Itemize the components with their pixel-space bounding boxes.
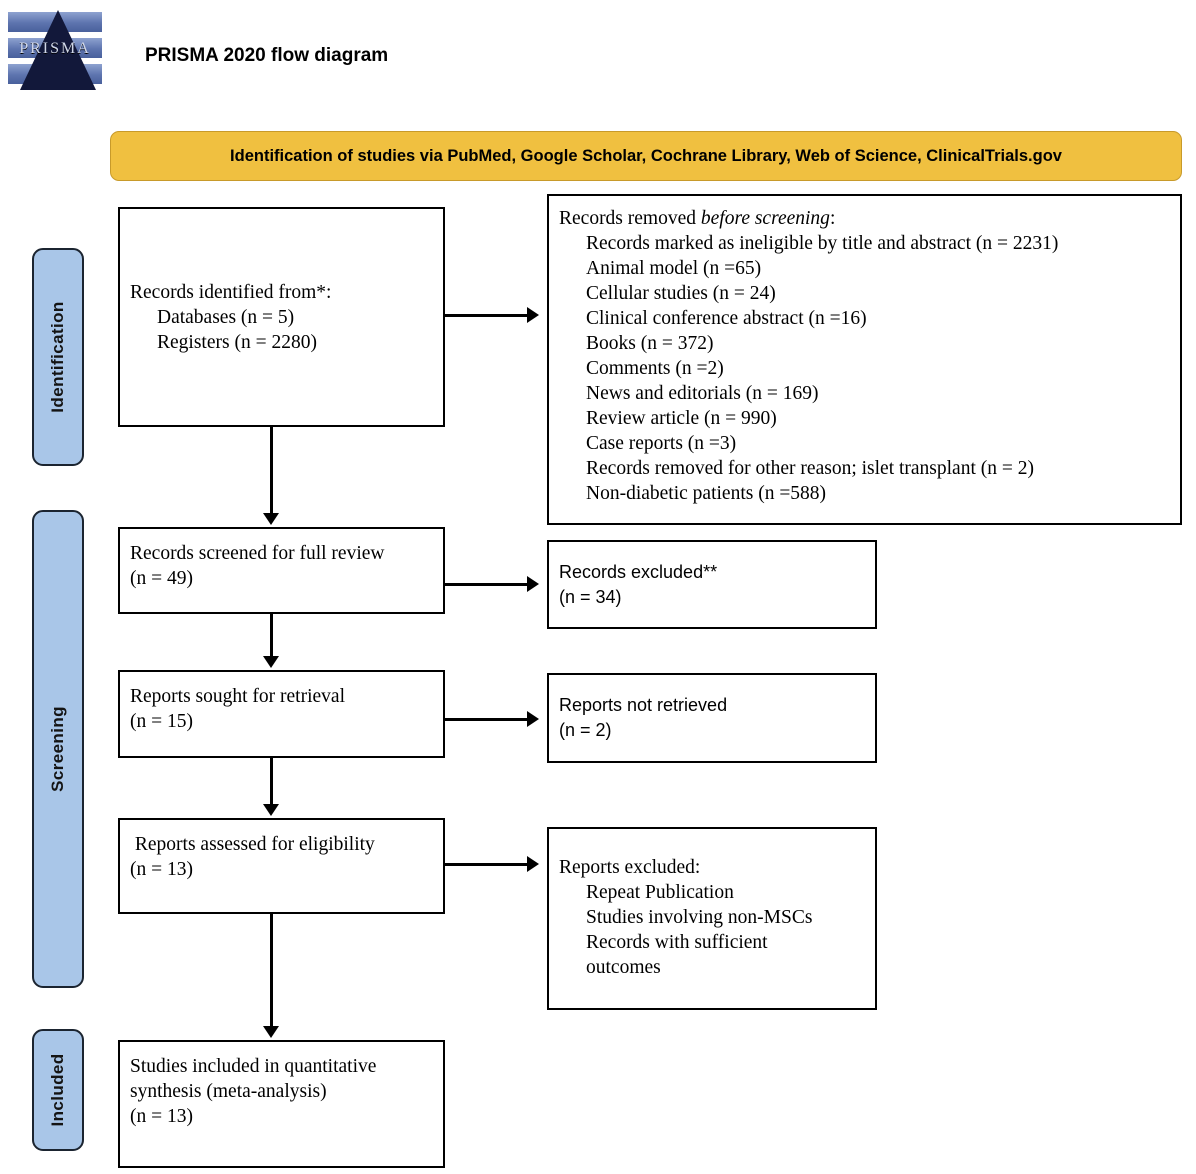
box-line: Records marked as ineligible by title an… — [586, 233, 1059, 254]
connector-sought-to-not-retrieved — [445, 718, 527, 721]
box-line: Records identified from*: — [130, 281, 332, 303]
arrow-sought-to-assessed-icon — [263, 804, 279, 816]
box-line: (n = 13) — [130, 859, 193, 880]
phase-label-identification: Identification — [32, 248, 84, 466]
identification-banner-label: Identification of studies via PubMed, Go… — [230, 146, 1062, 165]
box-records-removed-before-screening: Records removed before screening: Record… — [547, 194, 1182, 525]
connector-assessed-to-included — [270, 914, 273, 1026]
box-line: Records screened for full review — [130, 543, 385, 564]
box-records-screened: Records screened for full review (n = 49… — [118, 527, 445, 614]
box-line: outcomes — [586, 957, 661, 978]
connector-identified-to-screened — [270, 427, 273, 513]
box-reports-sought-for-retrieval: Reports sought for retrieval (n = 15) — [118, 670, 445, 758]
box-studies-included: Studies included in quantitative synthes… — [118, 1040, 445, 1168]
connector-screened-to-sought — [270, 614, 273, 658]
box-reports-assessed-for-eligibility: Reports assessed for eligibility (n = 13… — [118, 818, 445, 914]
box-line: (n = 15) — [130, 711, 193, 732]
identification-banner: Identification of studies via PubMed, Go… — [110, 131, 1182, 181]
logo-wordmark: PRISMA — [19, 40, 91, 57]
heading-part-3: : — [829, 208, 836, 229]
box-line: Repeat Publication — [586, 882, 734, 903]
box-line: Registers (n = 2280) — [157, 331, 317, 353]
box-line: Clinical conference abstract (n =16) — [586, 308, 867, 329]
box-line-heading: Records removed before screening: — [559, 206, 1170, 231]
box-line: News and editorials (n = 169) — [586, 383, 819, 404]
arrow-identified-to-removed-icon — [527, 307, 539, 323]
box-line: Databases (n = 5) — [157, 306, 295, 328]
box-line: Reports not retrieved — [559, 695, 728, 715]
phase-label-screening-text: Screening — [48, 706, 67, 792]
phase-label-screening: Screening — [32, 510, 84, 988]
box-line: Cellular studies (n = 24) — [586, 283, 776, 304]
box-records-excluded: Records excluded** (n = 34) — [547, 540, 877, 629]
connector-assessed-to-reports-excluded — [445, 863, 527, 866]
box-line: Records with sufficient — [586, 932, 768, 953]
box-line: Records removed for other reason; islet … — [586, 458, 1034, 479]
phase-label-identification-text: Identification — [48, 301, 67, 413]
heading-part-1: Records removed — [559, 208, 701, 229]
arrow-sought-to-not-retrieved-icon — [527, 711, 539, 727]
heading-part-italic: before screening — [700, 208, 830, 229]
connector-screened-to-excluded — [445, 583, 527, 586]
box-records-identified: Records identified from*: Databases (n =… — [118, 207, 445, 427]
box-line: Animal model (n =65) — [586, 258, 762, 279]
phase-label-included: Included — [32, 1029, 84, 1151]
arrow-assessed-to-included-icon — [263, 1026, 279, 1038]
box-line: Non-diabetic patients (n =588) — [586, 483, 827, 504]
box-line: (n = 34) — [559, 586, 622, 607]
box-line: (n = 13) — [130, 1106, 193, 1127]
arrow-identified-to-screened-icon — [263, 513, 279, 525]
box-line: synthesis (meta-analysis) — [130, 1081, 327, 1102]
connector-identified-to-removed — [445, 314, 527, 317]
connector-sought-to-assessed — [270, 758, 273, 804]
prisma-logo-icon: PRISMA — [6, 8, 104, 92]
box-line: Records excluded** — [559, 561, 718, 582]
logo-prism-triangle-icon — [20, 10, 96, 90]
box-line: Studies included in quantitative — [130, 1056, 377, 1077]
box-line: Studies involving non-MSCs — [586, 907, 813, 928]
box-reports-not-retrieved: Reports not retrieved (n = 2) — [547, 673, 877, 763]
box-line: Books (n = 372) — [586, 333, 714, 354]
box-line: Review article (n = 990) — [586, 408, 777, 429]
box-reports-excluded-reasons: Reports excluded: Repeat Publication Stu… — [547, 827, 877, 1010]
box-line: Reports excluded: — [559, 857, 701, 878]
box-line: Reports assessed for eligibility — [130, 834, 375, 855]
box-line: (n = 2) — [559, 720, 612, 740]
page-title: PRISMA 2020 flow diagram — [145, 45, 389, 66]
box-line: Case reports (n =3) — [586, 433, 737, 454]
box-line: Comments (n =2) — [586, 358, 724, 379]
box-line: Reports sought for retrieval — [130, 686, 345, 707]
phase-label-included-text: Included — [48, 1053, 67, 1127]
box-line: (n = 49) — [130, 568, 193, 589]
arrow-screened-to-excluded-icon — [527, 576, 539, 592]
arrow-assessed-to-reports-excluded-icon — [527, 856, 539, 872]
arrow-screened-to-sought-icon — [263, 656, 279, 668]
